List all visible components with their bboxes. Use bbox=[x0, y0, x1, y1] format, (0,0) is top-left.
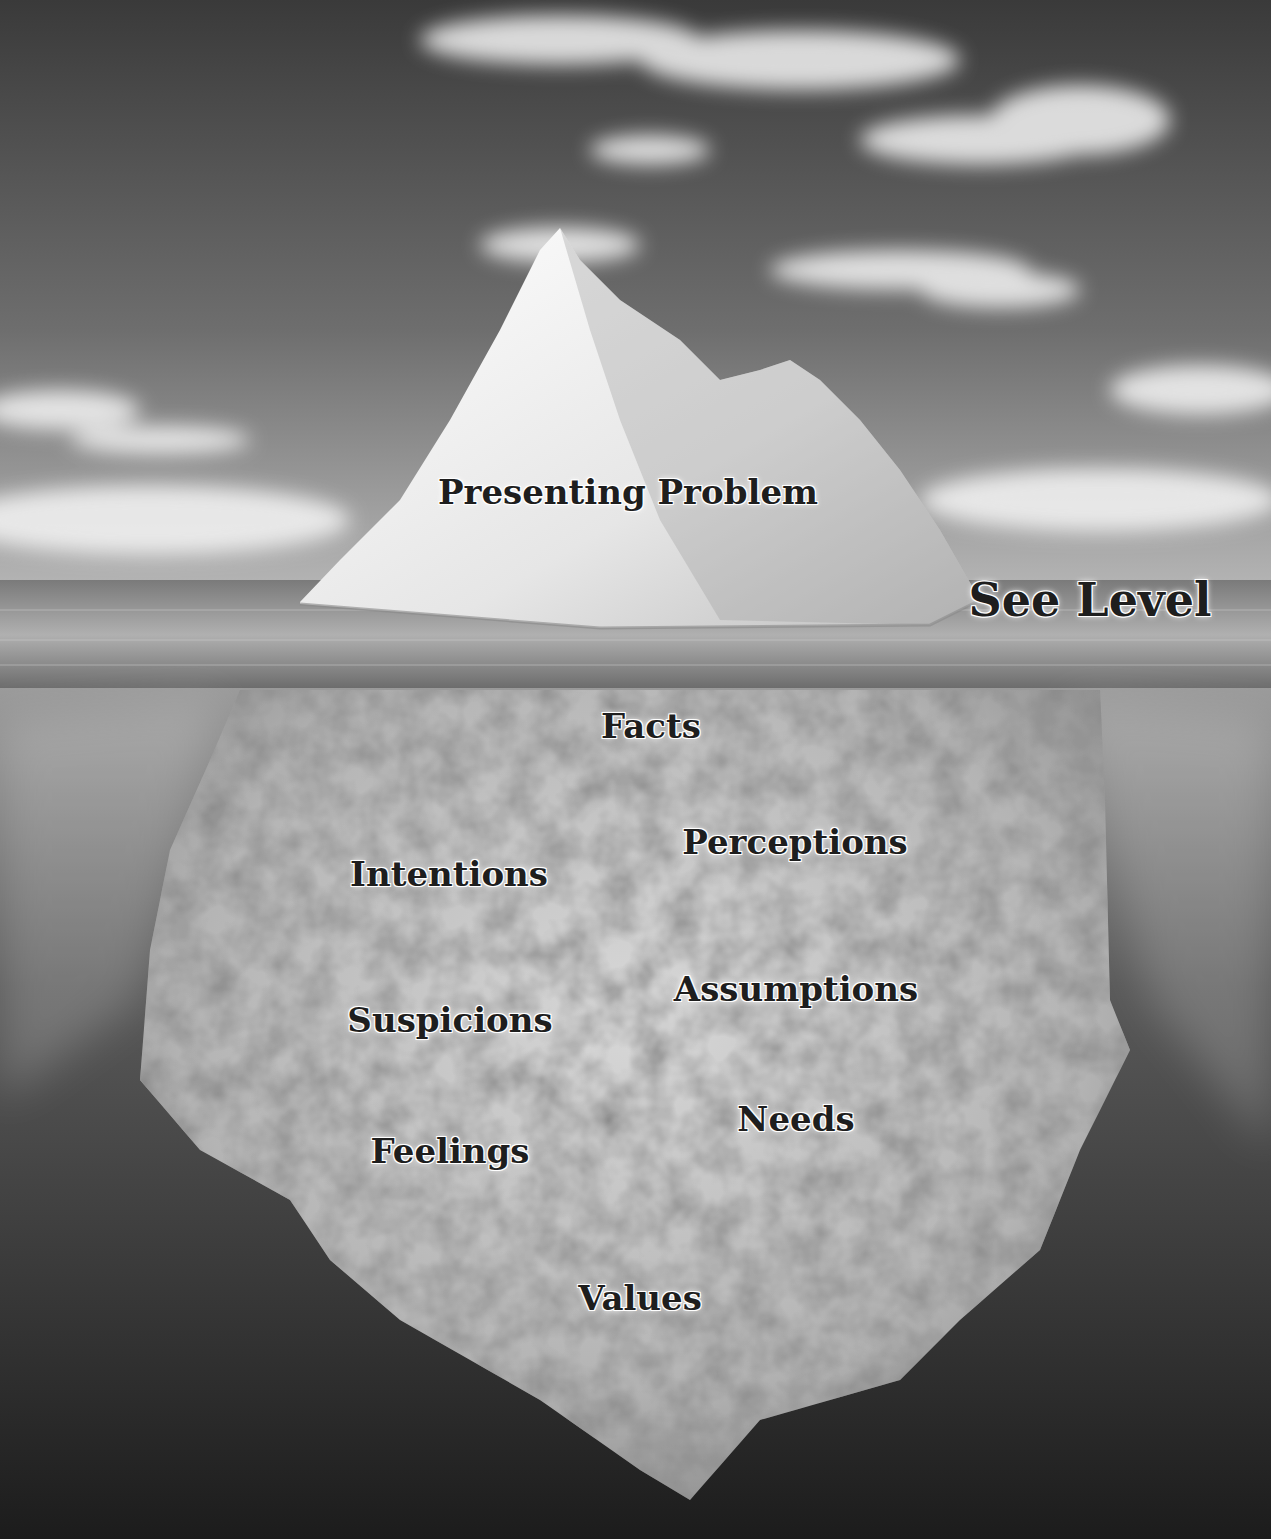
iceberg-label: Presenting Problem bbox=[438, 474, 818, 511]
iceberg-label: Values bbox=[578, 1280, 702, 1317]
iceberg-label: Intentions bbox=[350, 856, 548, 893]
iceberg-label: Facts bbox=[601, 708, 701, 745]
sea-level-label: See Level bbox=[969, 575, 1212, 626]
iceberg-label: Suspicions bbox=[347, 1002, 552, 1039]
iceberg-label: Needs bbox=[737, 1101, 854, 1138]
iceberg-label: Feelings bbox=[370, 1133, 529, 1170]
iceberg-label: Perceptions bbox=[682, 824, 907, 861]
iceberg-label: Assumptions bbox=[674, 971, 918, 1008]
